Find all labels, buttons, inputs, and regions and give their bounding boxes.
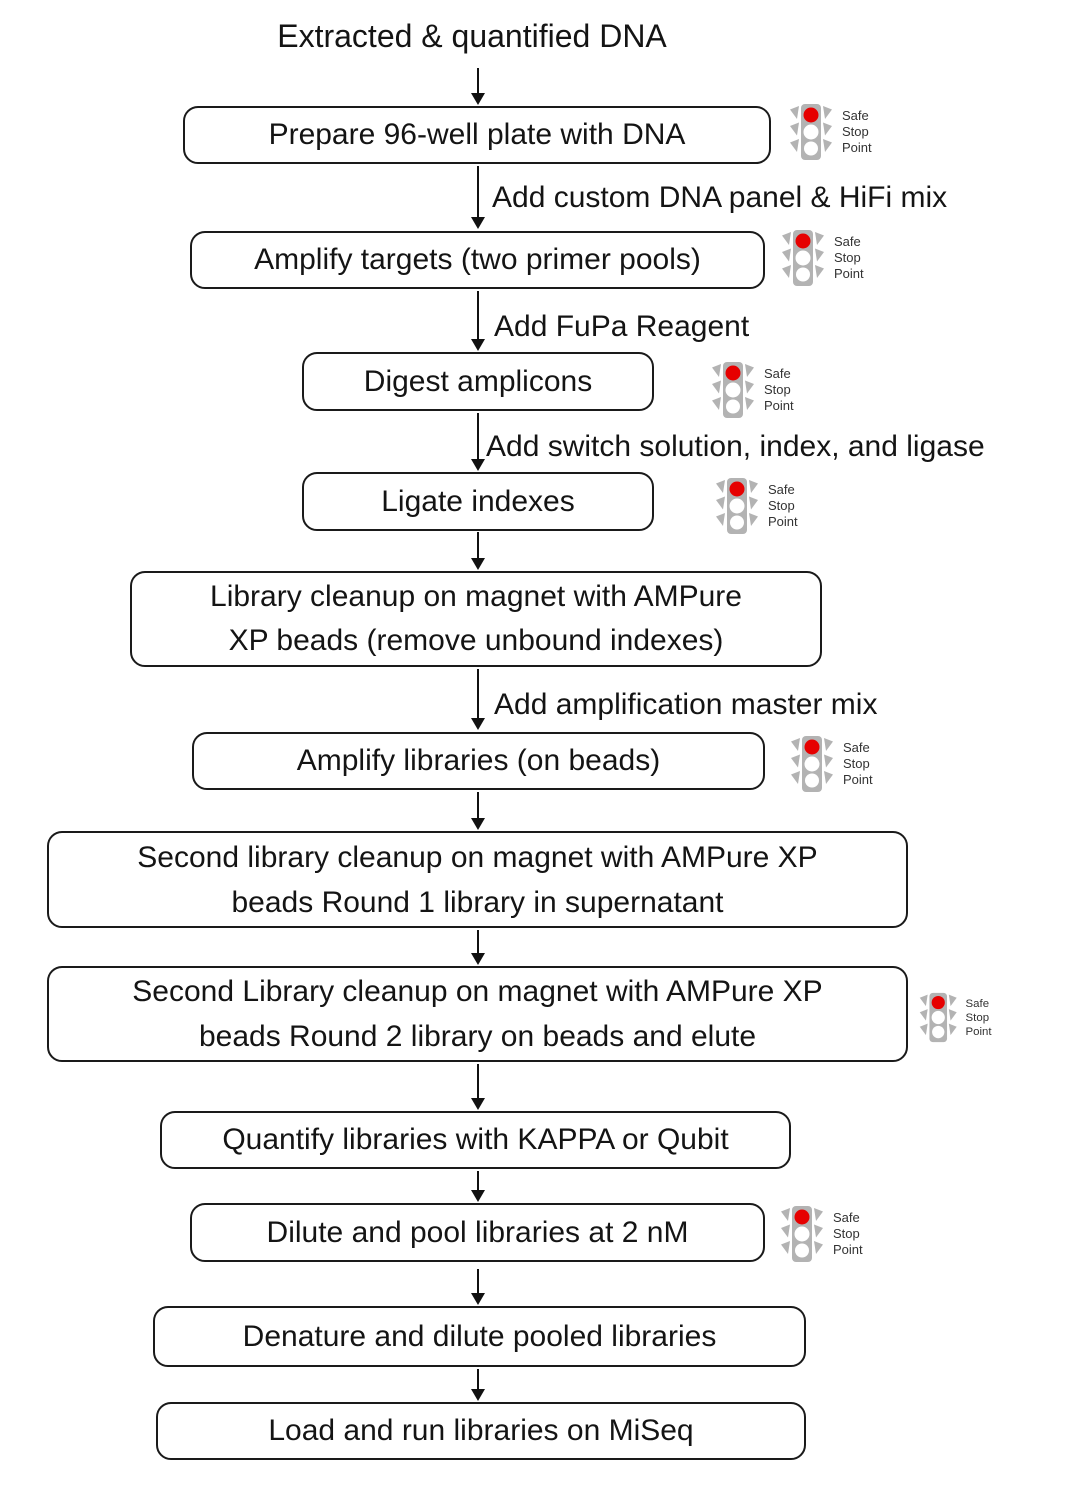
flow-node-amplify-libraries: Amplify libraries (on beads) — [192, 732, 765, 790]
flow-node-amplify-targets: Amplify targets (two primer pools) — [190, 231, 765, 289]
safe-stop-point-label: Safe Stop Point — [768, 482, 798, 529]
safe-stop-point-indicator: Safe Stop Point — [789, 735, 873, 793]
red-stop-light — [794, 1209, 810, 1225]
edge-label-add-master-mix: Add amplification master mix — [494, 688, 878, 721]
safe-stop-point-indicator: Safe Stop Point — [788, 103, 872, 161]
flow-arrow — [470, 930, 486, 965]
traffic-light-icon — [716, 478, 758, 534]
flow-arrow — [470, 1369, 486, 1401]
traffic-light-icon — [919, 992, 957, 1043]
flow-node-library-cleanup: Library cleanup on magnet with AMPure XP… — [130, 571, 822, 667]
traffic-light-icon — [782, 230, 824, 286]
flow-arrow — [470, 291, 486, 351]
red-stop-light — [795, 233, 811, 249]
arrowhead-icon — [471, 339, 485, 351]
red-stop-light — [931, 995, 945, 1010]
traffic-light-icon — [791, 736, 833, 792]
safe-stop-point-indicator: Safe Stop Point — [779, 1205, 863, 1263]
flow-node-ligate-indexes: Ligate indexes — [302, 472, 654, 531]
arrowhead-icon — [471, 1293, 485, 1305]
flow-start-label: Extracted & quantified DNA — [277, 18, 667, 54]
flow-arrow — [470, 532, 486, 570]
safe-stop-point-label: Safe Stop Point — [965, 996, 992, 1038]
flow-arrow — [470, 68, 486, 105]
safe-stop-point-indicator: Safe Stop Point — [710, 361, 794, 419]
red-stop-light — [803, 107, 819, 123]
red-stop-light — [804, 739, 820, 755]
flow-arrow — [470, 1171, 486, 1202]
flow-arrow — [470, 166, 486, 229]
safe-stop-point-label: Safe Stop Point — [843, 740, 873, 787]
flow-node-quantify-libraries: Quantify libraries with KAPPA or Qubit — [160, 1111, 791, 1169]
safe-stop-point-label: Safe Stop Point — [764, 366, 794, 413]
flow-node-second-cleanup-r2: Second Library cleanup on magnet with AM… — [47, 966, 908, 1062]
flow-arrow — [470, 669, 486, 730]
safe-stop-point-indicator: Safe Stop Point — [780, 229, 864, 287]
arrowhead-icon — [471, 459, 485, 471]
flow-node-digest-amplicons: Digest amplicons — [302, 352, 654, 411]
safe-stop-point-label: Safe Stop Point — [834, 234, 864, 281]
arrowhead-icon — [471, 1190, 485, 1202]
edge-label-add-panel-hifi: Add custom DNA panel & HiFi mix — [492, 181, 948, 214]
flow-arrow — [470, 1269, 486, 1305]
arrowhead-icon — [471, 217, 485, 229]
arrowhead-icon — [471, 1389, 485, 1401]
safe-stop-point-indicator: Safe Stop Point — [918, 992, 992, 1043]
safe-stop-point-label: Safe Stop Point — [833, 1210, 863, 1257]
arrowhead-icon — [471, 718, 485, 730]
flow-node-load-run-miseq: Load and run libraries on MiSeq — [156, 1402, 806, 1460]
safe-stop-point-label: Safe Stop Point — [842, 108, 872, 155]
red-stop-light — [729, 481, 745, 497]
flow-node-second-cleanup-r1: Second library cleanup on magnet with AM… — [47, 831, 908, 928]
arrowhead-icon — [471, 93, 485, 105]
flow-arrow — [470, 792, 486, 830]
traffic-light-icon — [712, 362, 754, 418]
flow-node-denature-dilute: Denature and dilute pooled libraries — [153, 1306, 806, 1367]
arrowhead-icon — [471, 558, 485, 570]
safe-stop-point-indicator: Safe Stop Point — [714, 477, 798, 535]
flow-node-prepare-plate: Prepare 96-well plate with DNA — [183, 106, 771, 164]
arrowhead-icon — [471, 818, 485, 830]
traffic-light-icon — [781, 1206, 823, 1262]
traffic-light-icon — [790, 104, 832, 160]
flow-node-dilute-pool: Dilute and pool libraries at 2 nM — [190, 1203, 765, 1262]
flow-arrow — [470, 413, 486, 471]
arrowhead-icon — [471, 953, 485, 965]
flow-arrow — [470, 1064, 486, 1110]
red-stop-light — [725, 365, 741, 381]
edge-label-add-switch-index: Add switch solution, index, and ligase — [486, 430, 985, 463]
arrowhead-icon — [471, 1098, 485, 1110]
edge-label-add-fupa: Add FuPa Reagent — [494, 310, 750, 343]
